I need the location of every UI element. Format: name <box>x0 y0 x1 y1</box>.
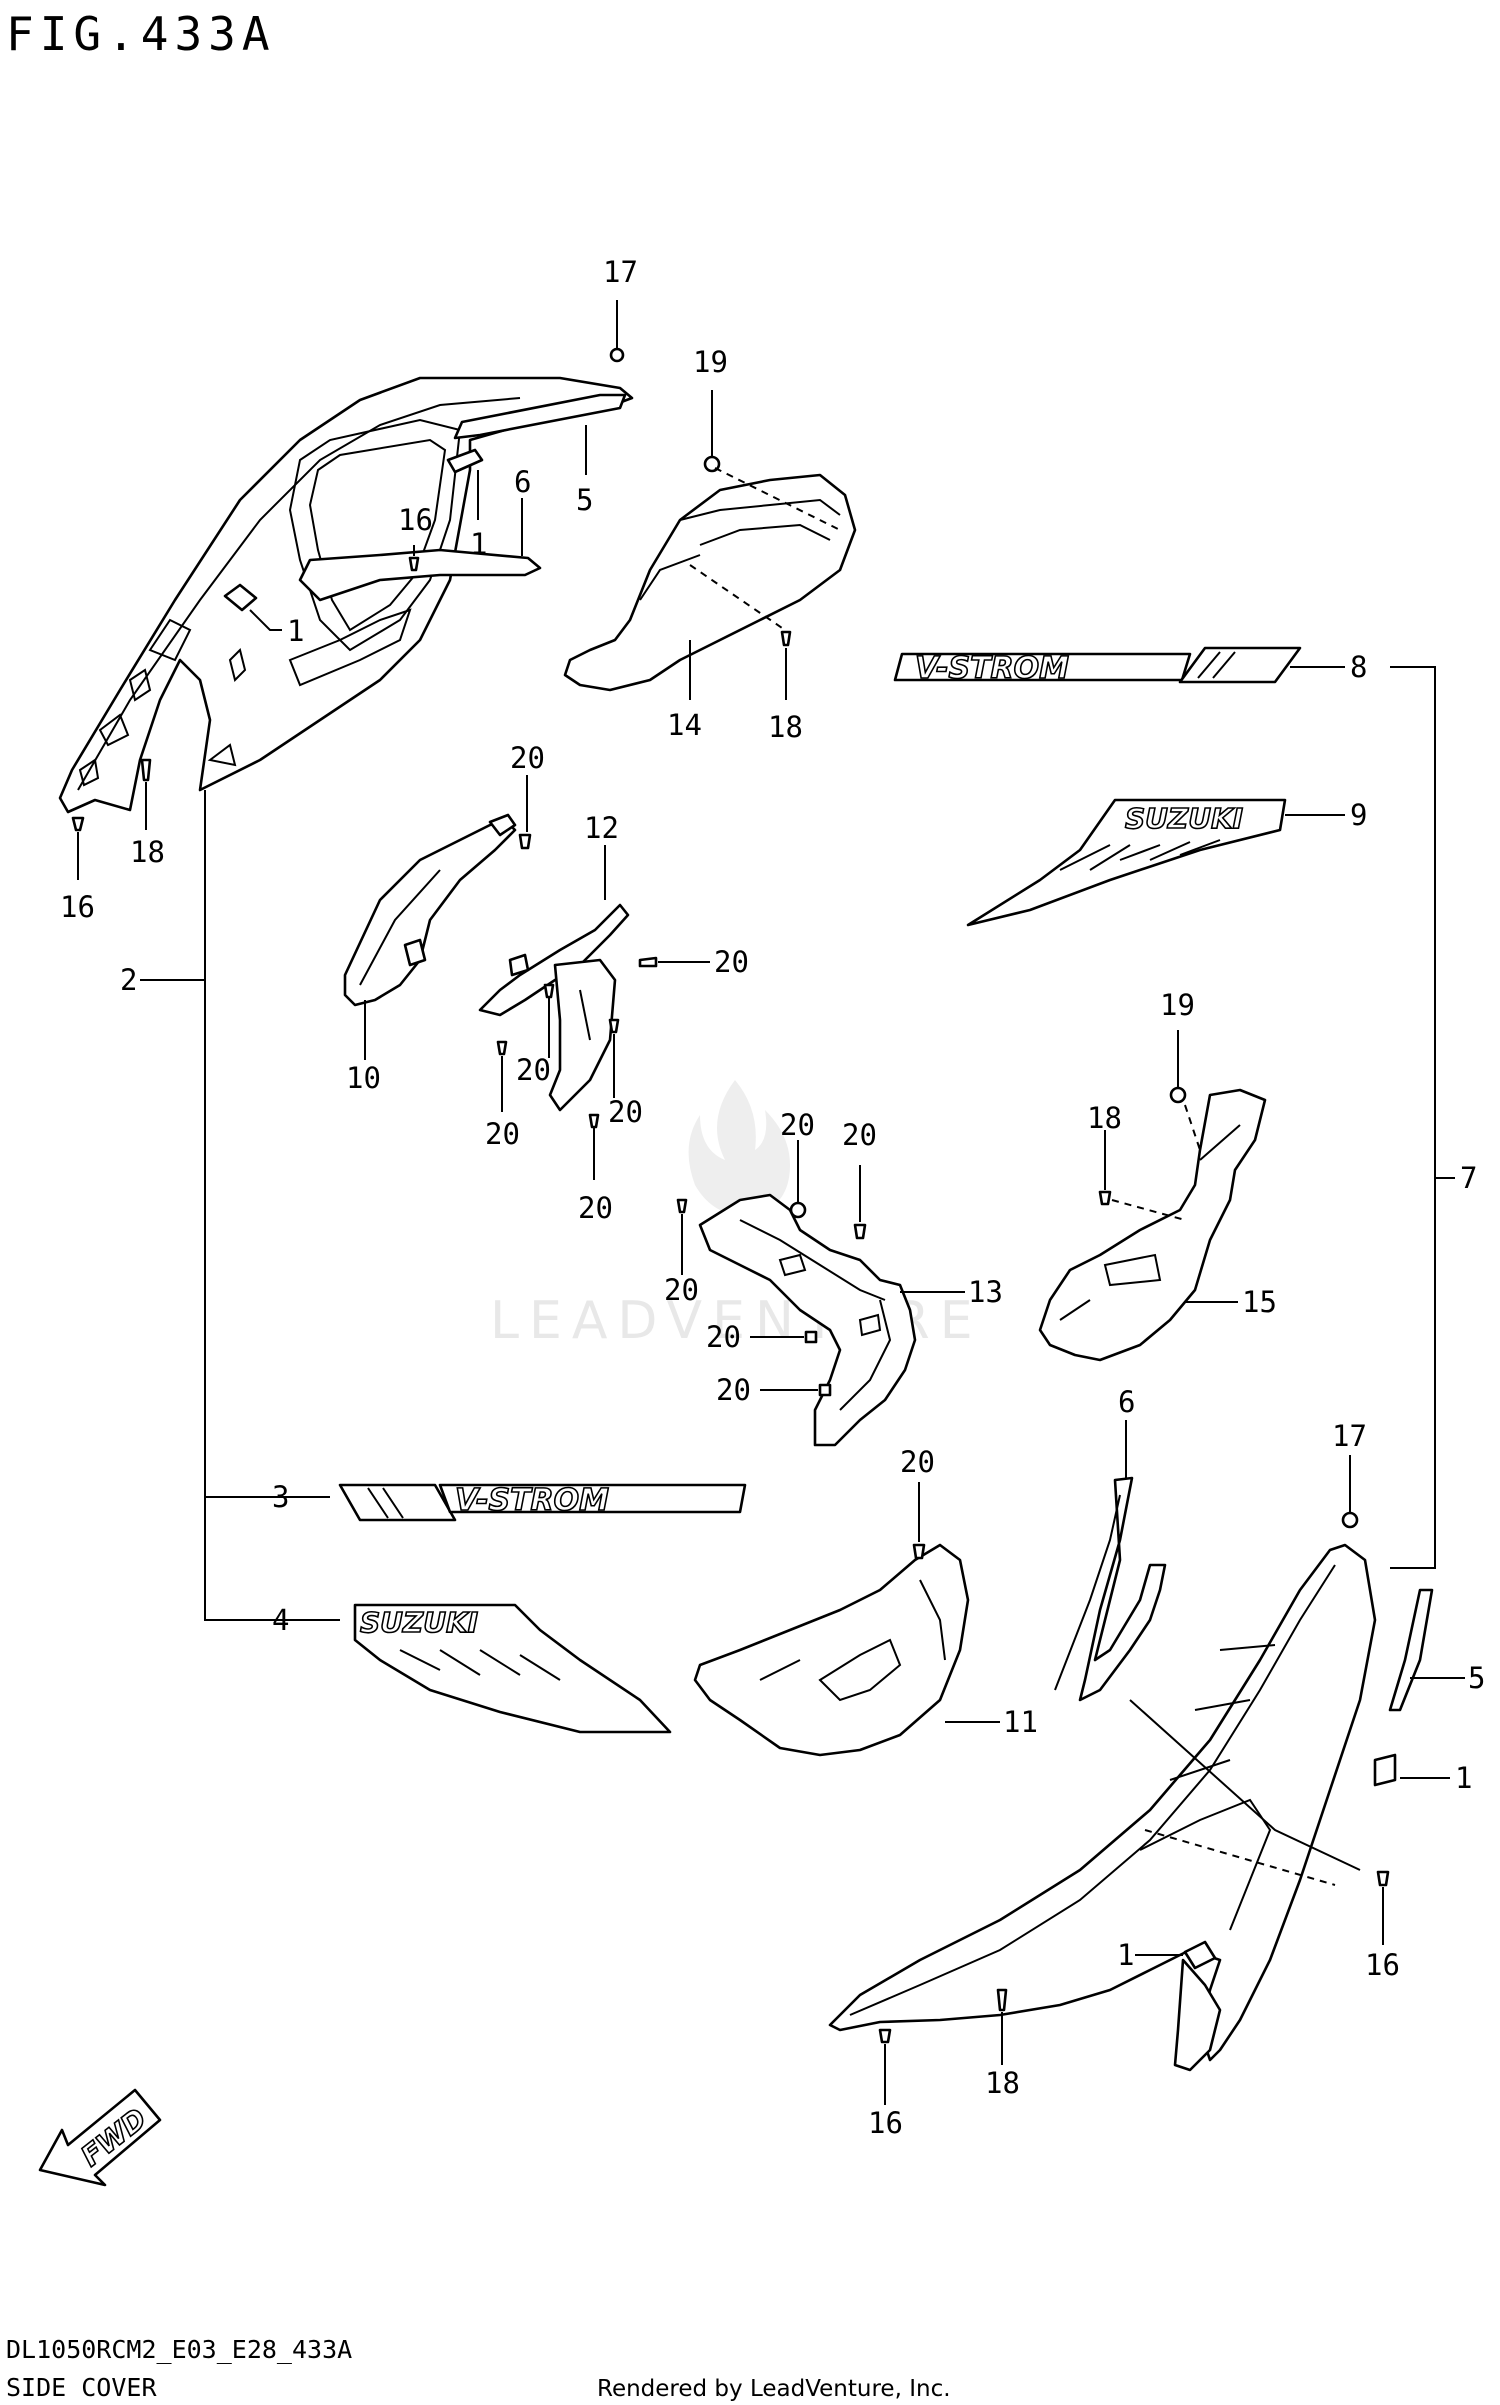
callout-6-top: 6 <box>514 465 531 499</box>
leader-6-link <box>1129 1699 1361 1871</box>
right-side-cover <box>828 1543 1377 2072</box>
callout-1-lower: 1 <box>1117 1938 1134 1972</box>
part-6-lower-inner <box>1054 1494 1121 1691</box>
left-side-cover <box>58 376 634 814</box>
render-credit: Rendered by LeadVenture, Inc. <box>597 2376 951 2402</box>
part-9-suzuki-decal-right: SUZUKI <box>966 798 1287 927</box>
callout-5-lower: 5 <box>1468 1661 1485 1695</box>
section-name: SIDE COVER <box>6 2373 157 2402</box>
part-12-bracket <box>478 845 630 1112</box>
callout-16-right: 16 <box>1365 1948 1400 1982</box>
callout-15: 15 <box>1242 1285 1277 1319</box>
part-18-bolt-left <box>140 758 152 830</box>
suzuki-text-right: SUZUKI <box>1125 802 1243 835</box>
leader-1b <box>249 609 282 631</box>
callout-20-e: 20 <box>485 1117 520 1151</box>
part-16-bolt-center <box>408 545 420 572</box>
callout-19-top: 19 <box>693 345 728 379</box>
callout-8: 8 <box>1350 650 1367 684</box>
part-1-pad-lower <box>223 583 258 612</box>
part-17-screw-top <box>609 300 625 363</box>
callout-20-a: 20 <box>510 741 545 775</box>
callout-4: 4 <box>272 1603 289 1637</box>
vstrom-text-left: V-STROM <box>455 1483 609 1518</box>
part-1-pad-right-lower <box>1183 1940 1217 1970</box>
part-20-screw-e <box>608 1018 620 1098</box>
part-20-screw-k <box>760 1383 832 1397</box>
callout-20-f: 20 <box>578 1191 613 1225</box>
callout-6-lower: 6 <box>1118 1385 1135 1419</box>
callout-13: 13 <box>968 1275 1003 1309</box>
part-20-screw-f <box>588 1113 600 1180</box>
callout-17-top: 17 <box>603 255 638 289</box>
callout-1-upper: 1 <box>470 527 487 561</box>
callout-2: 2 <box>120 963 137 997</box>
part-20-screw-h <box>789 1140 807 1219</box>
fwd-arrow-icon: FWD <box>38 2088 162 2187</box>
part-10-bracket <box>343 813 517 1060</box>
part-5-upper-trim-strip <box>453 393 627 440</box>
part-16-bolt-left <box>71 816 85 880</box>
part-4-suzuki-decal-left: SUZUKI <box>353 1603 672 1734</box>
callout-18-top: 18 <box>768 710 803 744</box>
callout-20-i: 20 <box>664 1273 699 1307</box>
leader-2-bracket <box>204 790 330 1621</box>
callout-16-bottom: 16 <box>868 2106 903 2140</box>
dashed-connector <box>1144 1829 1336 1886</box>
part-20-screw-c <box>496 1040 508 1112</box>
part-3-vstrom-decal-left: V-STROM <box>338 1482 747 1522</box>
part-13-bracket <box>698 1193 917 1447</box>
part-17-screw-right <box>1341 1455 1359 1529</box>
callout-17-right: 17 <box>1332 1419 1367 1453</box>
part-20-screw-d <box>543 983 555 1058</box>
callout-11: 11 <box>1003 1705 1038 1739</box>
callout-7: 7 <box>1460 1161 1477 1195</box>
part-20-screw-j <box>750 1330 818 1344</box>
part-1-pad-right-upper <box>1373 1753 1397 1787</box>
part-14-inner-cover <box>563 390 857 700</box>
part-16-bolt-bottom <box>878 2028 892 2105</box>
callout-12: 12 <box>584 811 619 845</box>
part-15-inner-cover <box>1038 1030 1267 1362</box>
part-6-lower-loop-trim <box>1078 1476 1167 1702</box>
callout-14: 14 <box>667 708 702 742</box>
callout-16-center: 16 <box>398 503 433 537</box>
part-18-bolt-right <box>996 1988 1008 2065</box>
part-5-lower-trim-strip <box>1388 1588 1434 1712</box>
callout-20-g: 20 <box>780 1108 815 1142</box>
callout-3: 3 <box>272 1480 289 1514</box>
callout-20-j: 20 <box>706 1320 741 1354</box>
callout-10: 10 <box>346 1061 381 1095</box>
part-16-bolt-right <box>1376 1870 1390 1945</box>
part-8-vstrom-decal-right: V-STROM <box>893 646 1302 687</box>
part-20-screw-a <box>518 775 532 850</box>
part-1-pad-upper <box>446 448 484 474</box>
leader-7-bracket <box>1390 666 1436 1569</box>
part-6-loop-trim <box>298 548 542 602</box>
callout-19-right: 19 <box>1160 988 1195 1022</box>
callout-18-left: 18 <box>130 835 165 869</box>
callout-20-h: 20 <box>842 1118 877 1152</box>
part-20-screw-i <box>853 1165 867 1240</box>
callout-18-right: 18 <box>1087 1101 1122 1135</box>
callout-20-l: 20 <box>900 1445 935 1479</box>
callout-18-bottom: 18 <box>985 2066 1020 2100</box>
callout-1-right: 1 <box>1455 1761 1472 1795</box>
callout-5-top: 5 <box>576 483 593 517</box>
callout-20-k: 20 <box>716 1373 751 1407</box>
part-11-inner-cover <box>693 1482 1000 1757</box>
suzuki-text-left: SUZUKI <box>360 1606 478 1639</box>
figure-title: FIG.433A <box>6 7 276 61</box>
model-code: DL1050RCM2_E03_E28_433A <box>6 2335 352 2364</box>
callout-20-d: 20 <box>608 1095 643 1129</box>
part-20-screw-g <box>676 1198 688 1275</box>
vstrom-text-right: V-STROM <box>915 651 1069 686</box>
callout-16-left: 16 <box>60 890 95 924</box>
callout-1-left: 1 <box>287 614 304 648</box>
part-20-screw-b <box>638 956 710 968</box>
callout-20-c: 20 <box>516 1053 551 1087</box>
callout-9: 9 <box>1350 798 1367 832</box>
callout-20-b: 20 <box>714 945 749 979</box>
